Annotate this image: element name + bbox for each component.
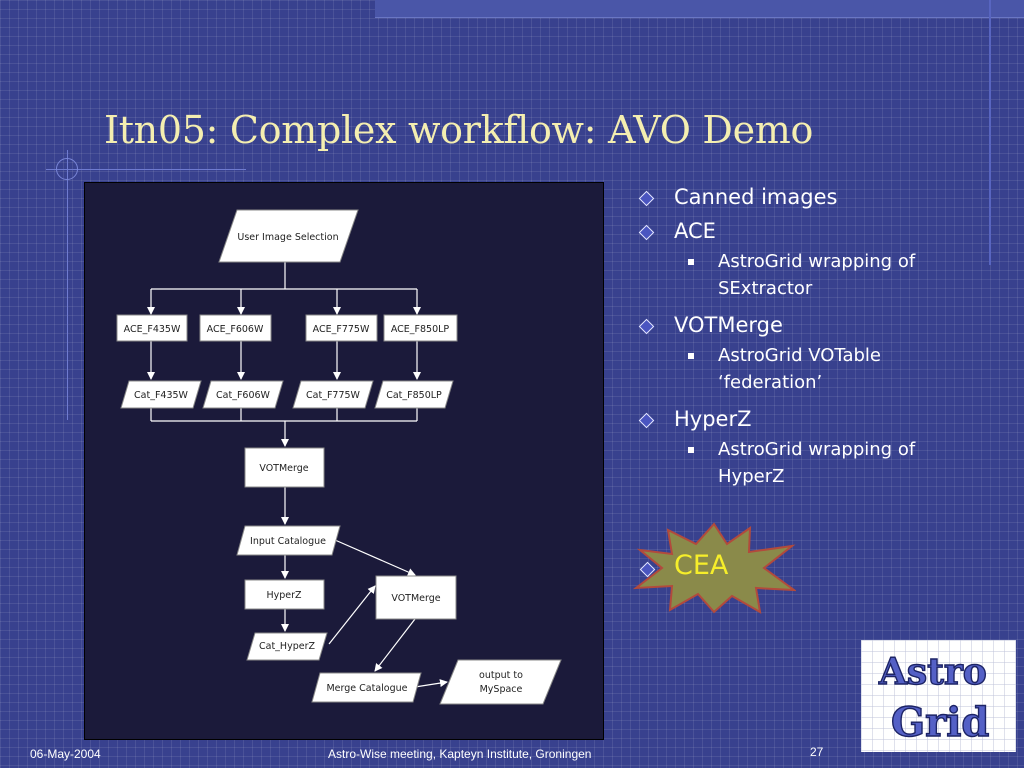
diamond-bullet-icon xyxy=(638,318,655,335)
svg-text:Cat_F606W: Cat_F606W xyxy=(216,390,271,401)
square-bullet-icon xyxy=(688,447,694,453)
sub-bullet-hyperz: AstroGrid wrapping of HyperZ xyxy=(638,436,968,490)
square-bullet-icon xyxy=(688,353,694,359)
bullet-canned-images: Canned images xyxy=(638,180,968,214)
node-hyperz: HyperZ xyxy=(244,579,325,610)
node-cat-hyperz: Cat_HyperZ xyxy=(246,632,328,661)
svg-text:ACE_F850LP: ACE_F850LP xyxy=(391,324,450,335)
diagram-connectors xyxy=(147,262,448,688)
diamond-bullet-icon xyxy=(638,224,655,241)
node-votmerge-2: VOTMerge xyxy=(375,575,457,620)
diamond-bullet-icon xyxy=(638,412,655,429)
node-merge-catalogue: Merge Catalogue xyxy=(311,672,422,703)
node-ace-f775w: ACE_F775W xyxy=(305,314,378,342)
bullet-votmerge: VOTMerge xyxy=(638,308,968,342)
node-cat-f606w: Cat_F606W xyxy=(202,380,284,409)
node-cat-f850lp: Cat_F850LP xyxy=(374,380,454,409)
logo-grid: Grid xyxy=(891,699,989,746)
sub-bullet-votmerge: AstroGrid VOTable ‘federation’ xyxy=(638,342,968,396)
bullet-hyperz: HyperZ xyxy=(638,402,968,436)
svg-text:VOTMerge: VOTMerge xyxy=(391,593,440,604)
astrogrid-logo: Astro Grid xyxy=(861,640,1016,752)
workflow-diagram-panel: User Image Selection ACE_F435W ACE_F606W… xyxy=(84,182,604,740)
node-input-catalogue: Input Catalogue xyxy=(236,525,341,556)
svg-text:Input Catalogue: Input Catalogue xyxy=(250,536,326,547)
slide-title: Itn05: Complex workflow: AVO Demo xyxy=(104,108,814,152)
svg-text:Merge Catalogue: Merge Catalogue xyxy=(326,683,407,694)
svg-text:VOTMerge: VOTMerge xyxy=(259,463,308,474)
svg-text:Cat_F850LP: Cat_F850LP xyxy=(386,390,442,401)
node-user-image-selection: User Image Selection xyxy=(218,209,359,263)
svg-text:Cat_HyperZ: Cat_HyperZ xyxy=(259,641,315,652)
bullet-list: Canned images ACE AstroGrid wrapping of … xyxy=(638,180,968,496)
top-decor-band xyxy=(375,0,1024,18)
node-cat-f435w: Cat_F435W xyxy=(120,380,202,409)
svg-text:Cat_F775W: Cat_F775W xyxy=(306,390,361,401)
node-cat-f775w: Cat_F775W xyxy=(292,380,374,409)
svg-text:ACE_F775W: ACE_F775W xyxy=(313,324,370,335)
footer-page-number: 27 xyxy=(810,745,824,759)
svg-text:HyperZ: HyperZ xyxy=(266,590,302,601)
svg-text:User Image Selection: User Image Selection xyxy=(237,232,338,243)
bullet-ace: ACE xyxy=(638,214,968,248)
logo-astro: Astro xyxy=(878,651,987,693)
sub-bullet-ace: AstroGrid wrapping of SExtractor xyxy=(638,248,968,302)
svg-text:ACE_F435W: ACE_F435W xyxy=(124,324,181,335)
cea-label: CEA xyxy=(674,550,729,581)
footer-event: Astro-Wise meeting, Kapteyn Institute, G… xyxy=(328,747,592,761)
workflow-diagram: User Image Selection ACE_F435W ACE_F606W… xyxy=(116,209,562,705)
svg-text:ACE_F606W: ACE_F606W xyxy=(207,324,264,335)
node-ace-f850lp: ACE_F850LP xyxy=(383,314,458,342)
decor-vertical-line xyxy=(989,0,991,265)
cea-starburst-icon xyxy=(632,522,796,614)
svg-text:output to: output to xyxy=(479,670,523,681)
decor-vertical-line-left xyxy=(67,150,68,420)
footer-date: 06-May-2004 xyxy=(30,747,101,761)
node-output-myspace: output to MySpace xyxy=(439,659,562,705)
svg-text:Cat_F435W: Cat_F435W xyxy=(134,390,189,401)
decor-horizontal-line xyxy=(46,169,246,170)
node-ace-f435w: ACE_F435W xyxy=(116,314,188,342)
decor-circle xyxy=(56,158,78,180)
square-bullet-icon xyxy=(688,259,694,265)
diamond-bullet-icon xyxy=(638,190,655,207)
svg-text:MySpace: MySpace xyxy=(480,684,523,695)
node-ace-f606w: ACE_F606W xyxy=(199,314,272,342)
node-votmerge-1: VOTMerge xyxy=(244,447,325,488)
